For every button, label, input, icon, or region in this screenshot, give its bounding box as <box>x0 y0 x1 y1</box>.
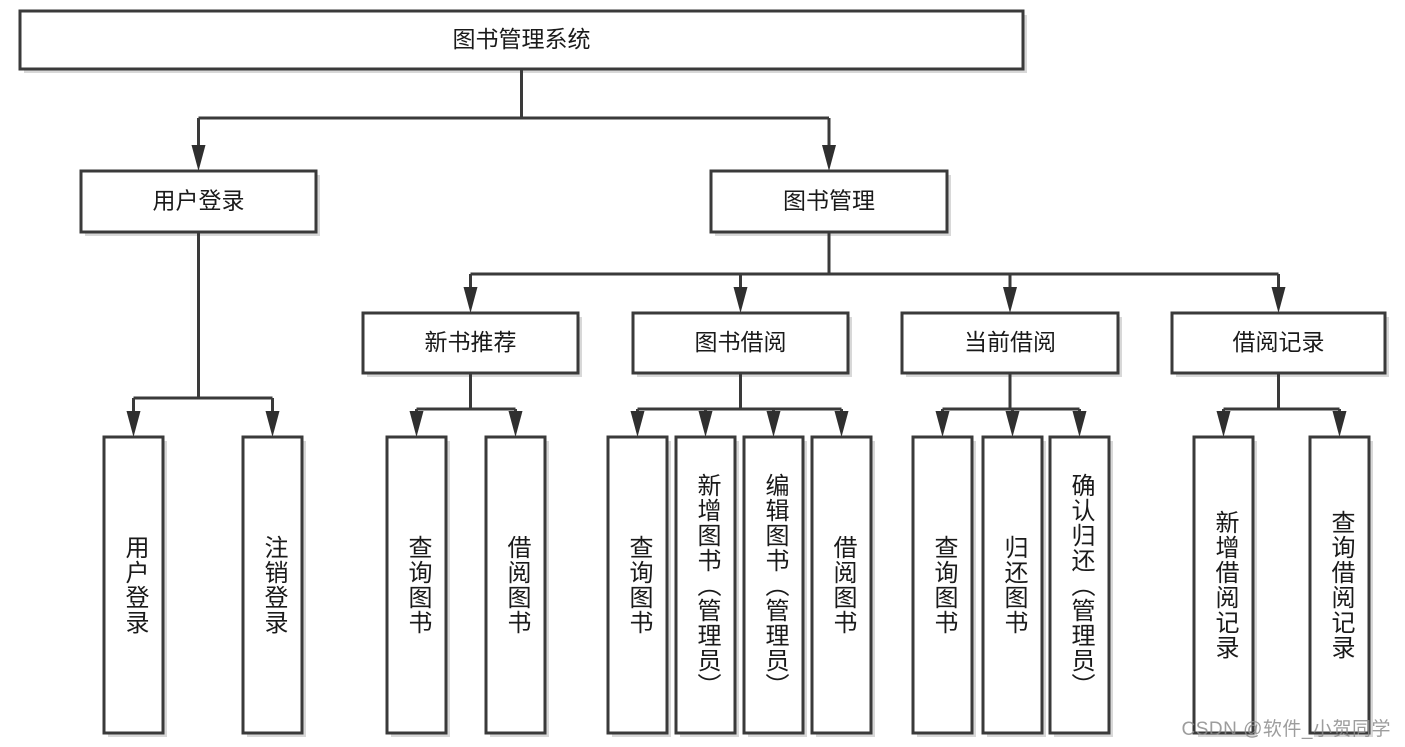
node-leaf-box-3[interactable] <box>484 435 547 735</box>
node-root-label: 图书管理系统 <box>453 26 591 52</box>
arrow-head-icon <box>630 411 645 437</box>
node-level2-label-1: 图书管理 <box>783 188 875 214</box>
node-leaf-box-1[interactable] <box>241 435 304 735</box>
node-leaf-box-10[interactable] <box>1048 435 1111 735</box>
node-level2-box-0[interactable] <box>79 169 318 234</box>
arrow-head-icon <box>1332 411 1347 437</box>
node-level3-label-3: 借阅记录 <box>1233 329 1325 355</box>
arrow-head-icon <box>409 411 424 437</box>
node-level2-box-1[interactable] <box>709 169 949 234</box>
node-level3-box-1[interactable] <box>631 311 850 375</box>
node-leaf-box-4[interactable] <box>606 435 669 735</box>
node-leaf-box-11[interactable] <box>1192 435 1255 735</box>
arrow-head-icon <box>126 411 141 437</box>
node-leaf-box-9[interactable] <box>981 435 1044 735</box>
node-leaf-box-5[interactable] <box>674 435 737 735</box>
node-leaf-box-6[interactable] <box>742 435 805 735</box>
node-level3-label-0: 新书推荐 <box>425 329 517 355</box>
node-level3-label-1: 图书借阅 <box>695 329 787 355</box>
arrow-head-icon <box>191 145 206 171</box>
node-level3-label-2: 当前借阅 <box>964 329 1056 355</box>
node-leaf-box-0[interactable] <box>102 435 165 735</box>
arrow-head-icon <box>508 411 523 437</box>
arrow-head-icon <box>733 287 748 313</box>
node-level3-box-0[interactable] <box>361 311 580 375</box>
arrow-head-icon <box>935 411 950 437</box>
node-leaf-box-12[interactable] <box>1308 435 1371 735</box>
box-layer <box>18 9 1387 735</box>
arrow-head-icon <box>265 411 280 437</box>
arrow-head-icon <box>1072 411 1087 437</box>
arrow-head-icon <box>698 411 713 437</box>
node-leaf-box-7[interactable] <box>810 435 873 735</box>
node-level2-label-0: 用户登录 <box>153 188 245 214</box>
arrow-head-icon <box>1005 411 1020 437</box>
arrow-head-icon <box>822 145 836 171</box>
node-level3-box-2[interactable] <box>900 311 1120 375</box>
arrow-head-icon <box>1003 287 1017 313</box>
arrow-head-icon <box>766 411 781 437</box>
arrow-head-icon <box>834 411 849 437</box>
node-level3-box-3[interactable] <box>1170 311 1387 375</box>
connector-layer <box>126 69 1347 437</box>
arrow-head-icon <box>1216 411 1231 437</box>
arrow-head-icon <box>463 287 478 313</box>
watermark-text: CSDN @软件_小贺同学 <box>1181 719 1391 740</box>
node-root-box[interactable] <box>18 9 1025 71</box>
arrow-head-icon <box>1271 287 1286 313</box>
node-leaf-box-8[interactable] <box>911 435 974 735</box>
node-leaf-box-2[interactable] <box>385 435 448 735</box>
